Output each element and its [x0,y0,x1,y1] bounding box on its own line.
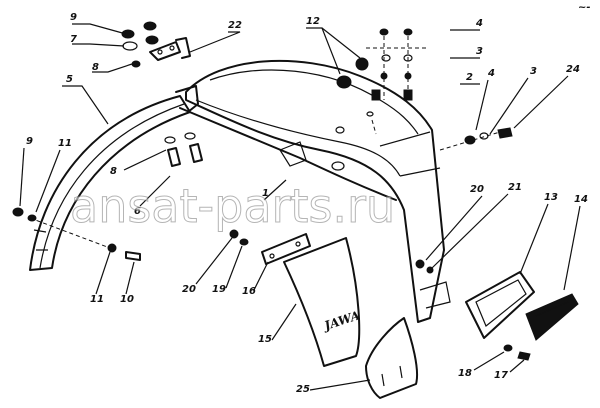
callout-6: 6 [134,206,141,217]
callout-10: 10 [120,294,134,305]
flap-bracket [229,229,311,265]
callout-4-right: 4 [487,68,495,79]
bolt-parts-left [164,132,203,167]
lower-mud-flap [365,317,419,399]
callout-11-bottom: 11 [90,294,104,305]
callout-17: 17 [494,370,508,381]
small-parts-lower-left [12,207,141,261]
callout-11-left: 11 [58,138,72,149]
callout-20-bottom: 20 [182,284,196,295]
callout-19: 19 [212,284,226,295]
callout-20-right: 20 [470,184,484,195]
callout-22: 22 [228,20,242,31]
callout-8-top: 8 [92,62,99,73]
callout-7: 7 [70,34,77,45]
leader-lines [19,23,581,391]
small-parts-lower-right [415,259,531,361]
callout-4-top: 4 [475,18,483,29]
main-mudguard [179,59,451,323]
small-parts-top-left [121,21,191,68]
callout-18: 18 [458,368,472,379]
flap-brand-text: JAWA [321,308,362,333]
callout-21: 21 [508,182,522,193]
callout-1: 1 [262,188,269,199]
callout-25: 25 [296,384,310,395]
callout-14: 14 [574,194,588,205]
callout-2: 2 [466,72,473,83]
reflector [465,271,579,341]
callout-3-top: 3 [476,46,483,57]
callout-8-left: 8 [110,166,117,177]
callout-12: 12 [306,16,320,27]
callout-9-left: 9 [26,136,33,147]
callout-13: 13 [544,192,558,203]
callout-16: 16 [242,286,256,297]
callout-5: 5 [66,74,73,85]
small-parts-top-center [336,28,426,101]
corner-mark: ~- [578,2,591,13]
callout-24: 24 [566,64,580,75]
mud-flap: JAWA [283,237,362,367]
callouts: 9 7 8 22 5 12 4 3 2 4 3 24 9 11 8 6 1 20… [26,2,591,395]
small-parts-right [439,127,513,151]
watermark: ansat-parts.ru [70,179,395,233]
rear-fender [29,85,199,271]
callout-3-right: 3 [530,66,537,77]
callout-15: 15 [258,334,272,345]
callout-9-top: 9 [70,12,77,23]
